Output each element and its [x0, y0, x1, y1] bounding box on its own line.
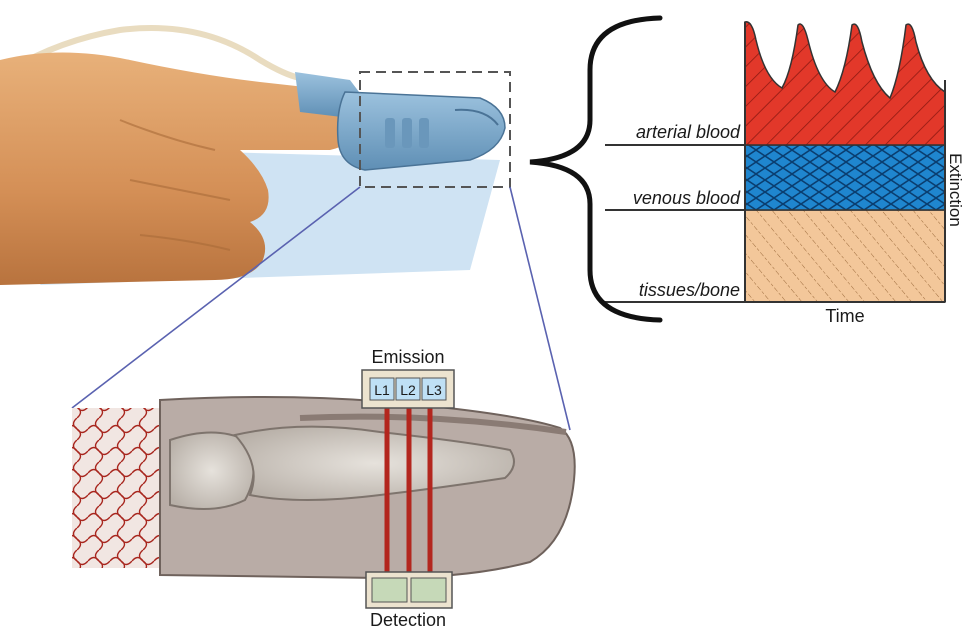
- tissue-label: tissues/bone: [639, 280, 740, 300]
- y-axis-label: Extinction: [946, 153, 962, 227]
- tissue-layer: [745, 210, 945, 302]
- extinction-chart: arterial blood venous blood tissues/bone…: [530, 18, 962, 326]
- led-l3-label: L3: [426, 382, 442, 398]
- finger-cross-section: L1 L2 L3 Emission Detection: [72, 347, 575, 630]
- zoom-line-right: [510, 187, 570, 430]
- arterial-layer: [745, 22, 945, 145]
- led-l2-label: L2: [400, 382, 416, 398]
- hand-photo: [0, 28, 510, 285]
- led-l1-label: L1: [374, 382, 390, 398]
- bone-proximal: [170, 433, 254, 510]
- emitter: L1 L2 L3 Emission: [362, 347, 454, 408]
- vessel-network: [72, 408, 164, 568]
- detector: Detection: [366, 572, 452, 630]
- venous-label: venous blood: [633, 188, 741, 208]
- venous-layer: [745, 145, 945, 210]
- detection-label: Detection: [370, 610, 446, 630]
- arterial-label: arterial blood: [636, 122, 741, 142]
- emission-label: Emission: [371, 347, 444, 367]
- x-axis-label: Time: [825, 306, 864, 326]
- curly-brace-icon: [530, 18, 660, 320]
